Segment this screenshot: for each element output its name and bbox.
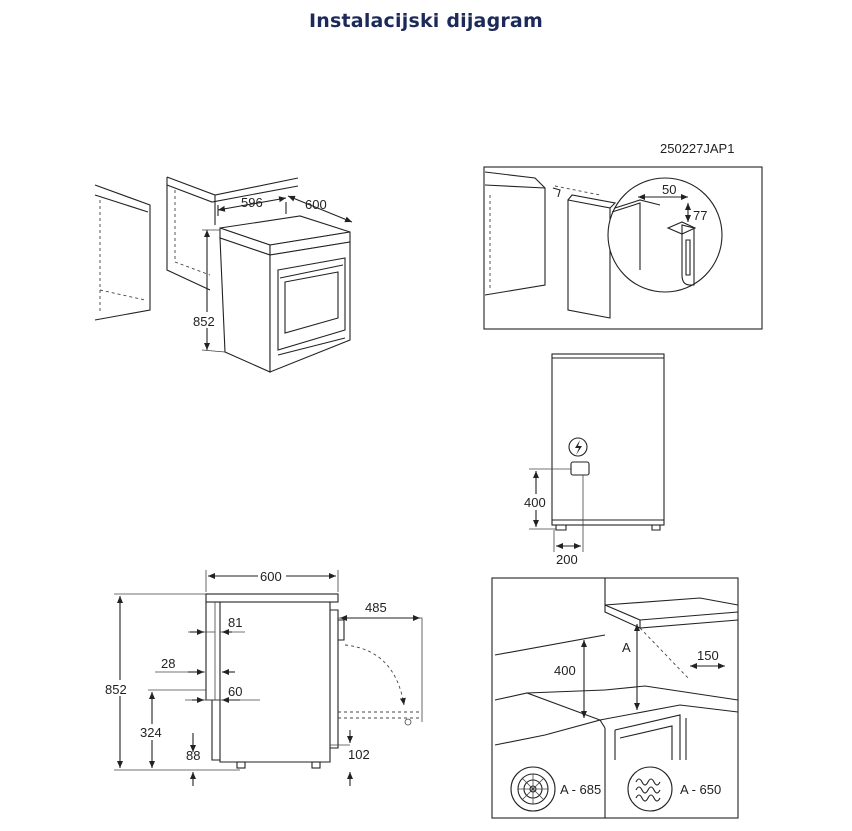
- side-dim-102: 102: [348, 747, 370, 762]
- left-cabinet: [94, 184, 151, 321]
- gas-clearance-label: A - 685: [560, 782, 601, 797]
- iso-depth-label: 600: [305, 197, 327, 212]
- bracket-dim-77: 77: [693, 208, 707, 223]
- rear-socket-view: 400 200: [522, 353, 665, 567]
- iso-width-label: 596: [241, 195, 263, 210]
- socket-height-label: 400: [524, 495, 546, 510]
- isometric-cooker-view: 596 600 852: [94, 176, 353, 373]
- side-dim-88: 88: [186, 748, 200, 763]
- hood-dim-A: A: [622, 640, 631, 655]
- hood-dim-150: 150: [697, 648, 719, 663]
- side-dim-324: 324: [140, 725, 162, 740]
- hood-dim-400: 400: [554, 663, 576, 678]
- socket-offset-label: 200: [556, 552, 578, 567]
- right-cabinet: [166, 176, 299, 291]
- bracket-dim-50: 50: [662, 182, 676, 197]
- page-title: Instalacijski dijagram: [309, 10, 543, 32]
- cooker-iso: [219, 215, 351, 373]
- bracket-panel: [483, 166, 763, 330]
- side-dimensions-view: 600 485 81 28 60 852 324 88: [103, 568, 423, 786]
- side-dim-28: 28: [161, 656, 175, 671]
- electric-hob-icon: [627, 766, 673, 812]
- anti-tilt-bracket-view: 250227JAP1 50 77: [483, 141, 763, 330]
- socket-icon: [570, 461, 590, 476]
- electric-clearance-label: A - 650: [680, 782, 721, 797]
- side-height-label: 852: [105, 682, 127, 697]
- side-dim-60: 60: [228, 684, 242, 699]
- iso-height-label: 852: [193, 314, 215, 329]
- hood-clearance-view: 400 A 150 A - 685 A - 650: [491, 577, 739, 819]
- side-dim-81: 81: [228, 615, 242, 630]
- gas-hob-icon: [510, 766, 556, 812]
- side-door-label: 485: [365, 600, 387, 615]
- electric-hazard-icon: [568, 437, 588, 457]
- diagram-code: 250227JAP1: [660, 141, 734, 156]
- side-width-label: 600: [260, 569, 282, 584]
